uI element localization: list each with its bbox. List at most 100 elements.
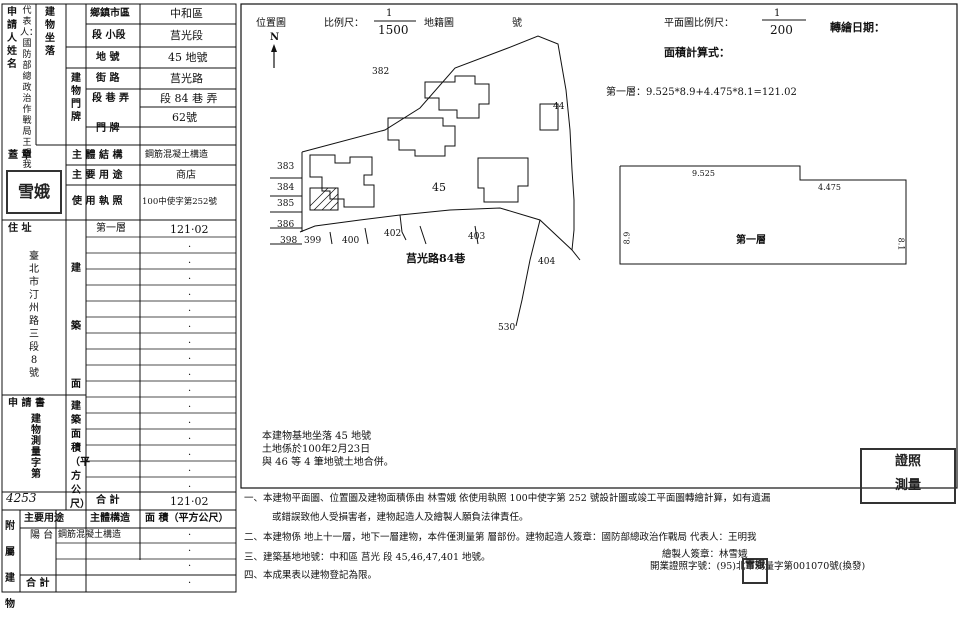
lot-386: 386 xyxy=(277,220,295,230)
road-label: 莒光路84巷 xyxy=(406,252,466,265)
dim-top1: 9.525 xyxy=(692,169,715,178)
lot-398: 398 xyxy=(280,236,298,246)
city-value: 中和區 xyxy=(170,7,203,20)
annex-label: 附屬建物 xyxy=(5,521,15,610)
number-label: 門 牌 xyxy=(96,123,120,134)
section-value: 莒光段 xyxy=(170,29,203,42)
area-dot: · xyxy=(188,482,192,493)
drafter-signature: 繪製人簽章：林雪娥 xyxy=(662,549,748,560)
area-dot: · xyxy=(188,322,192,333)
drawing-area xyxy=(240,3,958,489)
street-label: 街 路 xyxy=(96,73,120,84)
lot-value: 45 地號 xyxy=(168,51,208,64)
total-label: 合 計 xyxy=(96,495,120,506)
applicant-seal: 雪娥 xyxy=(6,170,62,214)
address-label: 住 址 xyxy=(8,223,32,234)
annex-row1-struct: 鋼筋混凝土構造 xyxy=(58,530,122,540)
permit-value: 100中使字第252號 xyxy=(142,197,217,207)
area-dot: · xyxy=(188,434,192,445)
survey-number: 4253 xyxy=(6,491,37,505)
note-item-3: 三、建築基地地號：中和區 莒光 段 45,46,47,401 地號。 xyxy=(244,552,491,563)
lot-399: 399 xyxy=(304,236,322,246)
annex-dot: · xyxy=(188,530,192,541)
floor-area-label: 建築面積（平方公尺） xyxy=(70,401,90,510)
area-dot: · xyxy=(188,450,192,461)
north-label: N xyxy=(270,32,280,43)
address-value: 臺北市汀州路三段8號 xyxy=(29,251,39,379)
section-label: 段 小段 xyxy=(92,30,126,41)
lot-403: 403 xyxy=(468,232,486,242)
land-note-2: 土地係於100年2月23日 xyxy=(262,444,371,455)
area-dot: · xyxy=(188,290,192,301)
note-item-1b: 或錯誤致他人受損害者，建物起造人及繪製人願負法律責任。 xyxy=(272,512,529,523)
sheet-label: 地籍圖 xyxy=(424,18,454,29)
lane-value: 段 84 巷 弄 xyxy=(160,92,218,105)
dim-top2: 4.475 xyxy=(818,183,841,192)
annex-area-header: 面 積（平方公尺） xyxy=(145,513,229,524)
applicant-book-label: 申 請 書 xyxy=(8,398,45,409)
annex-row1-use: 陽 台 xyxy=(30,530,54,541)
dim-right: 8.1 xyxy=(896,237,906,251)
lot-44: 44 xyxy=(553,102,565,112)
area-dot: · xyxy=(188,354,192,365)
lot-404: 404 xyxy=(538,257,556,267)
area-formula: 第一層：9.525*8.9+4.475*8.1=121.02 xyxy=(606,87,797,98)
lot-400: 400 xyxy=(342,236,360,246)
lot-383: 383 xyxy=(277,162,295,172)
annex-total-label: 合 計 xyxy=(26,578,50,589)
area-dot: · xyxy=(188,242,192,253)
note-item-4: 四、本成果表以建物登記為限。 xyxy=(244,570,378,581)
surveyor-stamp: 證照測量 xyxy=(860,448,956,504)
left-form-grid xyxy=(1,3,237,593)
use-value: 商店 xyxy=(176,170,196,181)
annex-dot: · xyxy=(188,561,192,572)
number-value: 62號 xyxy=(172,111,197,124)
plan-scale-label: 平面圖比例尺： xyxy=(664,18,734,29)
area-dot: · xyxy=(188,258,192,269)
lot-45: 45 xyxy=(432,181,446,194)
map-scale-label: 比例尺： xyxy=(324,18,364,29)
survey-label: 建物測量字第 xyxy=(31,414,41,480)
area-dot: · xyxy=(188,370,192,381)
area-dot: · xyxy=(188,274,192,285)
door-label: 建物門牌 xyxy=(71,73,81,123)
structure-value: 鋼筋混凝土構造 xyxy=(145,150,209,160)
annex-dot: · xyxy=(188,546,192,557)
site-label: 建物坐落 xyxy=(45,7,55,57)
lot-label: 地 號 xyxy=(96,52,120,63)
map-scale-den: 1500 xyxy=(378,23,409,37)
use-label: 主 要 用 途 xyxy=(72,170,123,181)
area-dot: · xyxy=(188,338,192,349)
land-note-3: 與 46 等 4 筆地號土地合併。 xyxy=(262,457,394,468)
lot-530: 530 xyxy=(498,323,516,333)
floor-area-label-a: 建築面 xyxy=(71,263,81,390)
date-label: 轉繪日期： xyxy=(830,21,885,34)
note-item-1: 一、本建物平面圖、位置圖及建物面積係由 林雪娥 依使用執照 100中使字第 25… xyxy=(244,493,771,504)
license-number: 開業證照字號：(95)北市測量字第001070號(換發) xyxy=(650,561,866,572)
lot-385: 385 xyxy=(277,199,295,209)
area-dot: · xyxy=(188,402,192,413)
annex-use-header: 主要用途 xyxy=(24,513,64,524)
street-value: 莒光路 xyxy=(170,72,203,85)
plan-floor-label: 第一層 xyxy=(736,235,766,246)
lot-402: 402 xyxy=(384,229,402,239)
land-note-1: 本建物基地坐落 45 地號 xyxy=(262,431,372,442)
sheet-no-label: 號 xyxy=(512,18,522,29)
plan-scale-den: 200 xyxy=(770,23,793,37)
map-scale-num: 1 xyxy=(386,8,393,19)
area-dot: · xyxy=(188,386,192,397)
note-item-2: 二、本建物係 地上十一層，地下一層建物，本件僅測量第 層部份。建物起造人簽章：國… xyxy=(244,532,757,543)
location-map-title: 位置圖 xyxy=(256,18,286,29)
lot-384: 384 xyxy=(277,183,295,193)
lane-label: 段 巷 弄 xyxy=(92,93,129,104)
total-value: 121·02 xyxy=(170,495,209,508)
lot-382: 382 xyxy=(372,67,390,77)
area-dot: · xyxy=(188,306,192,317)
seal-label: 蓋 章 xyxy=(8,150,32,161)
calc-title: 面積計算式： xyxy=(664,46,730,59)
area-dot: · xyxy=(188,418,192,429)
annex-dot: · xyxy=(188,578,192,589)
dim-left: 8.9 xyxy=(622,231,632,245)
representative: 代表人：國防部總政治作戰局 王明我 xyxy=(20,6,39,170)
annex-struct-header: 主體構造 xyxy=(90,513,130,524)
